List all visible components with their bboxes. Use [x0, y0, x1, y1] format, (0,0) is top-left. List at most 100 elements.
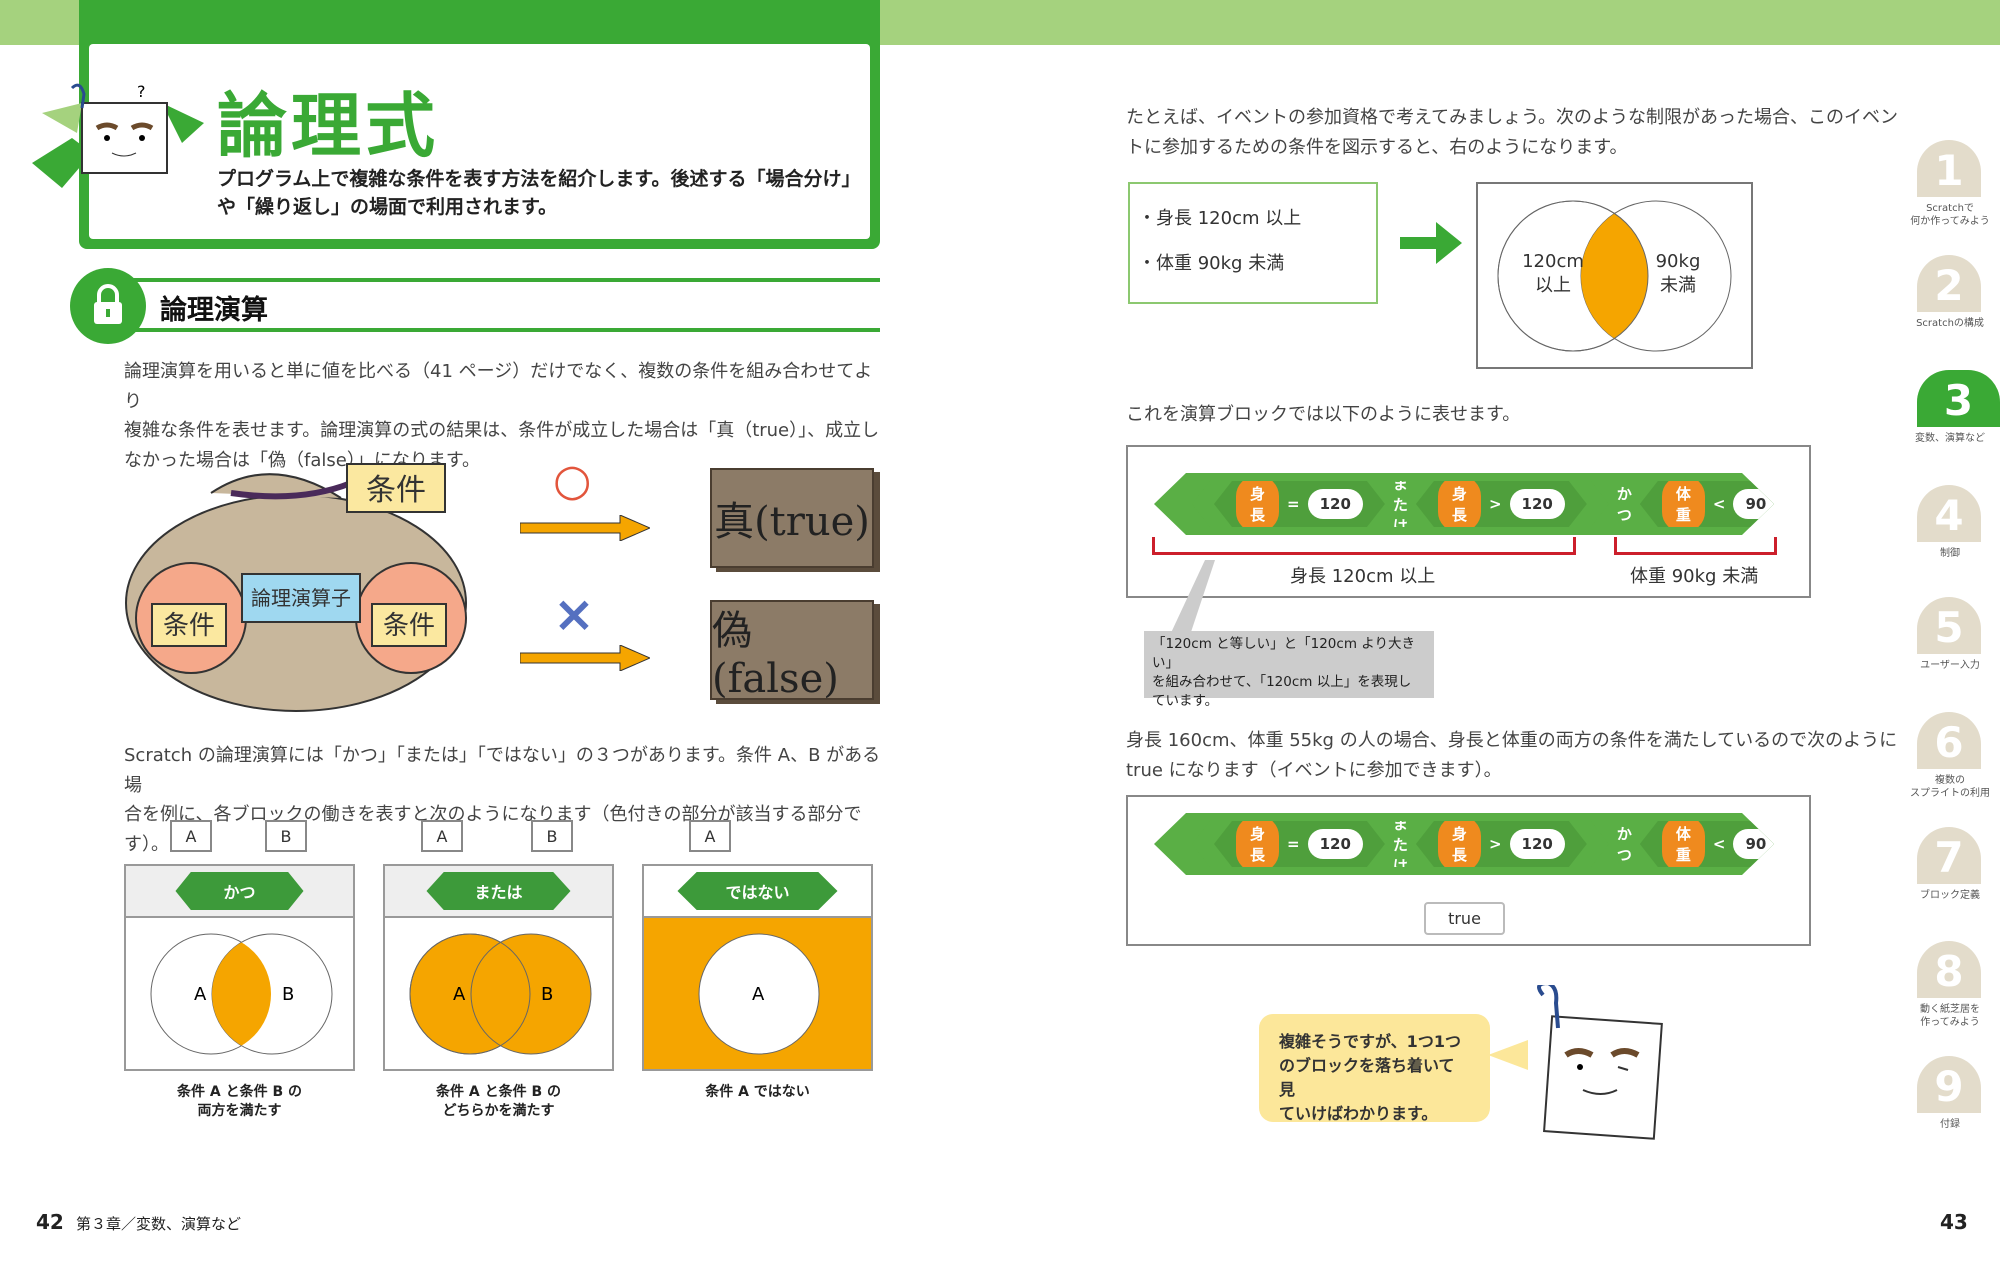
operator-label: 論理演算子: [241, 573, 361, 623]
chapter-tab-label: Scratchの構成: [1900, 317, 2000, 330]
svg-text:B: B: [541, 984, 553, 1005]
condition-right: 条件: [371, 603, 447, 647]
example-paragraph: たとえば、イベントの参加資格で考えてみましょう。次のような制限があった場合、この…: [1126, 107, 1899, 158]
tab-label-line: Scratchの構成: [1916, 318, 1984, 329]
tab-label-line: ブロック定義: [1920, 890, 1980, 901]
bracket-weight: [1614, 537, 1777, 555]
chapter-tab-6[interactable]: 6: [1917, 712, 1981, 769]
caption-and: 条件 A と条件 B の両方を満たす: [176, 1084, 302, 1119]
label-a: A: [689, 820, 731, 852]
chapter-tab-8[interactable]: 8: [1917, 941, 1981, 998]
variable-weight: 体重: [1662, 816, 1705, 872]
value-input: 120: [1510, 829, 1565, 859]
value-input: 120: [1308, 489, 1363, 519]
or-label: または: [1392, 474, 1408, 535]
result-paragraph: 身長 160cm、体重 55kg の人の場合、身長と体重の両方の条件を満たしてい…: [1126, 730, 1898, 781]
tab-label-line: 作ってみよう: [1920, 1017, 1980, 1028]
chapter-tab-7[interactable]: 7: [1917, 827, 1981, 884]
svg-text:?: ?: [137, 83, 146, 101]
chapter-tab-label: ブロック定義: [1900, 889, 2000, 902]
circle-mark: ○: [553, 455, 592, 506]
chapter-tab-9[interactable]: 9: [1917, 1056, 1981, 1113]
variable-height: 身長: [1438, 476, 1481, 532]
chapter-tab-label: 変数、演算など: [1900, 432, 2000, 445]
cross-mark: ×: [553, 585, 595, 643]
chapter-tab-label: 制御: [1900, 547, 2000, 560]
block-intro: これを演算ブロックでは以下のように表せます。: [1126, 404, 1521, 425]
tab-label-line: 複数の: [1935, 775, 1965, 786]
chapter-tab-2[interactable]: 2: [1917, 255, 1981, 312]
operators-paragraph: Scratch の論理演算には「かつ」「または」「ではない」の３つがあります。条…: [124, 745, 881, 855]
chapter-tab-label: 複数のスプライトの利用: [1900, 774, 2000, 800]
operator-equals: =: [1287, 835, 1300, 853]
caption-or: 条件 A と条件 B のどちらかを満たす: [435, 1084, 561, 1119]
lt-subblock: 体重<90: [1640, 821, 1800, 867]
chapter-tab-1[interactable]: 1: [1917, 140, 1981, 197]
or-subblock: 身長=120: [1214, 821, 1385, 867]
svg-text:A: A: [194, 984, 207, 1005]
mascot-icon: [1488, 985, 1663, 1140]
page-subtitle: プログラム上で複雑な条件を表す方法を紹介します。後述する「場合分け」や「繰り返し…: [217, 168, 861, 218]
operator-greater: >: [1488, 495, 1502, 513]
and-block: かつ: [175, 872, 304, 910]
chapter-tab-4[interactable]: 4: [1917, 485, 1981, 542]
bracket-label-height: 身長 120cm 以上: [1290, 566, 1436, 587]
value-input: 120: [1308, 829, 1363, 859]
arrow-right-icon: [520, 515, 650, 541]
gt-subblock: 身長>120: [1416, 481, 1587, 527]
variable-height: 身長: [1236, 476, 1279, 532]
intro-paragraph: 論理演算を用いると単に値を比べる（41 ページ）だけでなく、複数の条件を組み合わ…: [124, 361, 880, 471]
not-block: ではない: [677, 872, 838, 910]
chapter-tab-3[interactable]: 3: [1917, 370, 2000, 427]
variable-height: 身長: [1236, 816, 1279, 872]
or-label: または: [1392, 814, 1408, 875]
bracket-label-weight: 体重 90kg 未満: [1630, 566, 1759, 587]
false-box: 偽(false): [710, 600, 874, 702]
bracket-height: [1152, 537, 1576, 555]
chapter-tab-5[interactable]: 5: [1917, 597, 1981, 654]
gt-subblock: 身長>120: [1416, 821, 1587, 867]
page-number-right: 43: [1940, 1210, 1968, 1234]
venn-panel-and: かつ A B: [124, 864, 355, 1071]
logic-bag-illustration: 条件 論理演算子 条件 条件: [121, 453, 472, 714]
operator-equals: =: [1287, 495, 1300, 513]
true-box: 真(true): [710, 468, 874, 568]
note-callout: 「120cm と等しい」と「120cm より大きい」を組み合わせて、「120cm…: [1144, 631, 1434, 709]
chapter-tab-label: ユーザー入力: [1900, 659, 2000, 672]
and-label: かつ: [1616, 485, 1632, 524]
section-title: 論理演算: [160, 295, 268, 326]
tab-label-line: ユーザー入力: [1920, 660, 1980, 671]
and-label: かつ: [1616, 825, 1632, 864]
lock-icon: [70, 268, 146, 344]
tab-label-line: 何か作ってみよう: [1910, 216, 1990, 227]
condition-left: 条件: [151, 603, 227, 647]
svg-text:A: A: [453, 984, 466, 1005]
variable-height: 身長: [1438, 816, 1481, 872]
mascot-icon: ?: [32, 83, 204, 188]
label-b: B: [531, 820, 573, 852]
label-a: A: [421, 820, 463, 852]
tab-label-line: 動く紙芝居を: [1920, 1004, 1980, 1015]
or-subblock: 身長=120: [1214, 481, 1385, 527]
svg-text:A: A: [752, 984, 765, 1005]
condition-tag: 条件: [346, 463, 446, 513]
caption-not: 条件 A ではない: [705, 1084, 810, 1100]
speech-bubble: 複雑そうですが、1つ1つのブロックを落ち着いて見ていけばわかります。: [1259, 1014, 1490, 1123]
label-b: B: [265, 820, 307, 852]
venn-panel-not: ではない A: [642, 864, 873, 1071]
tab-label-line: スプライトの利用: [1910, 788, 1990, 799]
value-input: 120: [1510, 489, 1565, 519]
arrow-right-icon: [1400, 222, 1462, 264]
chapter-footer: 第３章／変数、演算など: [76, 1215, 242, 1233]
tab-label-line: 付録: [1940, 1119, 1960, 1130]
chapter-tab-label: 動く紙芝居を作ってみよう: [1900, 1003, 2000, 1029]
svg-text:B: B: [282, 984, 294, 1005]
